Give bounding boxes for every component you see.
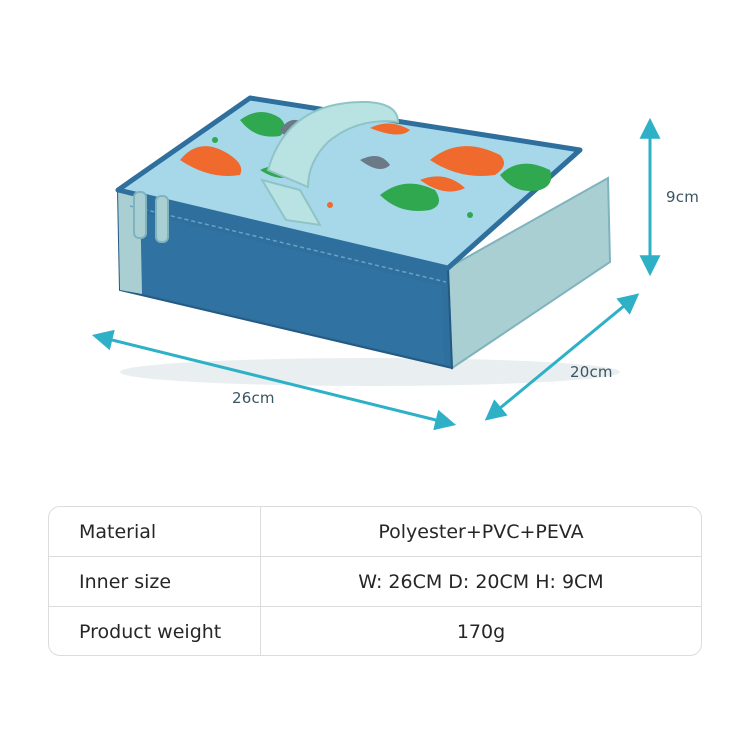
depth-label: 20cm bbox=[570, 363, 613, 381]
width-arrow bbox=[91, 329, 457, 431]
bag-lid bbox=[115, 95, 583, 271]
spec-label: Product weight bbox=[49, 607, 261, 655]
spec-value: W: 26CM D: 20CM H: 9CM bbox=[358, 570, 604, 593]
spec-row-material: Material Polyester+PVC+PEVA bbox=[49, 507, 701, 557]
spec-label: Material bbox=[49, 507, 261, 556]
product-figure: 9cm 20cm 26cm bbox=[91, 95, 700, 431]
width-label: 26cm bbox=[232, 389, 275, 407]
height-label: 9cm bbox=[666, 188, 700, 206]
spec-table: Material Polyester+PVC+PEVA Inner size W… bbox=[48, 506, 702, 656]
depth-arrow bbox=[484, 293, 640, 421]
lunch-bag-illustration bbox=[91, 95, 661, 431]
spec-value: Polyester+PVC+PEVA bbox=[378, 520, 584, 543]
spec-row-product-weight: Product weight 170g bbox=[49, 607, 701, 655]
bag-handle bbox=[266, 100, 400, 189]
spec-label: Inner size bbox=[49, 557, 261, 606]
spec-value: 170g bbox=[456, 621, 506, 643]
spec-row-inner-size: Inner size W: 26CM D: 20CM H: 9CM bbox=[49, 557, 701, 607]
zipper-pulls bbox=[133, 191, 169, 243]
